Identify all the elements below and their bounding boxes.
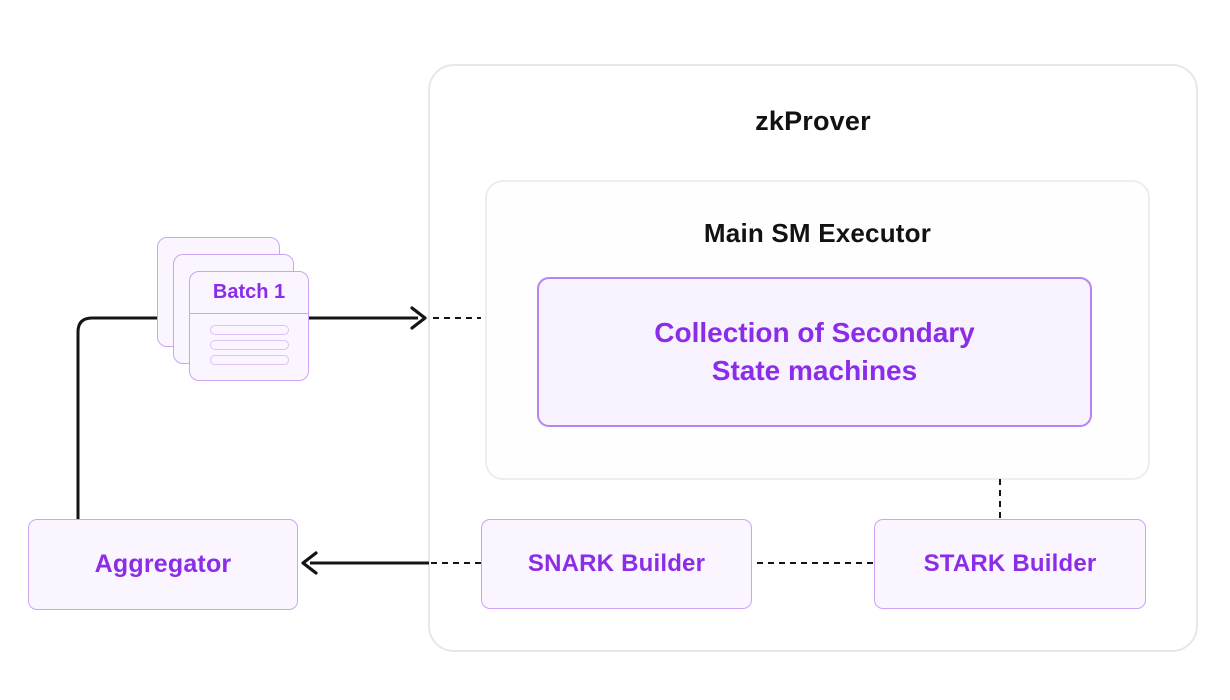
snark-builder-label: SNARK Builder	[527, 550, 706, 577]
snark-builder-box: SNARK Builder	[481, 519, 752, 609]
main-sm-executor-title: Main SM Executor	[703, 218, 932, 248]
zkprover-container-box: zkProver Main SM Executor Collection of …	[428, 64, 1198, 652]
batch-card-front: Batch 1	[189, 271, 309, 381]
aggregator-label: Aggregator	[94, 550, 232, 578]
aggregator-box: Aggregator	[28, 519, 298, 610]
batch-text-line-icon	[209, 340, 289, 350]
batch-text-line-icon	[209, 355, 289, 365]
stark-builder-label: STARK Builder	[923, 550, 1097, 577]
collection-label-line2: State machines	[711, 355, 918, 386]
collection-label-line1: Collection of Secondary	[654, 317, 975, 348]
batch-stack: Batch 1	[157, 237, 312, 383]
main-sm-executor-box: Main SM Executor Collection of Secondary…	[485, 180, 1150, 480]
arrowhead-into-aggregator-icon	[301, 551, 318, 575]
batch-card-body	[190, 314, 308, 365]
batch-text-line-icon	[209, 325, 289, 335]
zkprover-title: zkProver	[755, 106, 871, 136]
arrowhead-into-zkprover-icon	[410, 306, 427, 330]
stark-builder-box: STARK Builder	[874, 519, 1146, 609]
collection-secondary-state-machines-box: Collection of Secondary State machines	[537, 277, 1092, 427]
batch-label: Batch 1	[190, 272, 308, 314]
